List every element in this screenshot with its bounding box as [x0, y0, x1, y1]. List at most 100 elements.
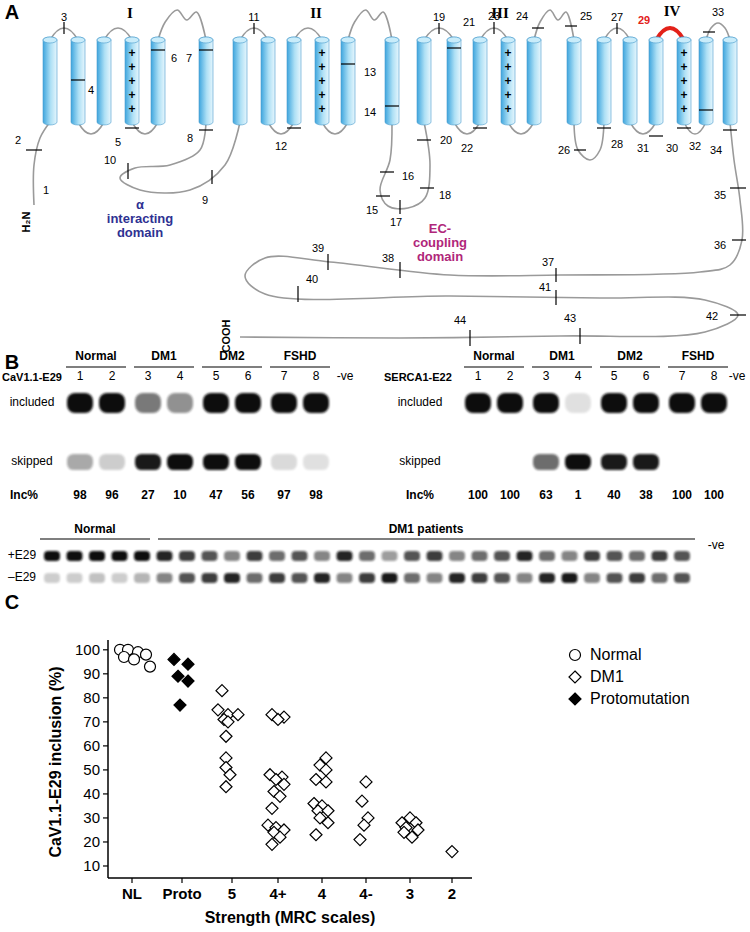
gel-band [337, 551, 353, 561]
segment-cap [723, 37, 737, 43]
lane-number: 1 [77, 370, 84, 384]
group-header: DM2 [219, 350, 244, 364]
protomutation-point [182, 658, 194, 670]
dm1-point [266, 802, 278, 814]
axis-tick-label: 2 [448, 885, 456, 902]
transmembrane-segment [597, 37, 611, 125]
exon-number: 10 [104, 154, 116, 167]
y-tick [103, 721, 108, 722]
transmembrane-segment [677, 37, 691, 125]
exon-number: 43 [564, 312, 576, 325]
dm1-point [266, 838, 278, 850]
group-underline [202, 366, 262, 367]
gel-band [701, 393, 727, 413]
charge-symbol: + + + + + [504, 46, 513, 116]
lane-number: 2 [507, 370, 514, 384]
gel-band [157, 573, 173, 583]
axis-tick-label: 3 [406, 885, 414, 902]
axis-tick-label: 4 [318, 885, 326, 902]
exon-number: 40 [306, 273, 318, 286]
gel-band [404, 551, 420, 561]
lane-number: 8 [313, 370, 320, 384]
transmembrane-segment [43, 37, 57, 125]
exon-boundary-tick [677, 127, 691, 128]
axis-title: Strength (MRC scales) [205, 909, 376, 927]
gel-band [271, 454, 297, 470]
exon-number: 23 [488, 10, 500, 23]
axis-tick-label: 80 [83, 689, 100, 706]
pore-loop [534, 10, 574, 40]
axis-tick-label: 10 [83, 857, 100, 874]
y-tick [103, 817, 108, 818]
dm1-point [220, 730, 232, 742]
inclusion-value: 63 [539, 489, 552, 503]
axis-tick-label: 40 [83, 785, 100, 802]
gel-band [202, 573, 218, 583]
gel-band [427, 551, 443, 561]
gel-band [179, 551, 195, 561]
gel-band [584, 551, 600, 561]
exon-number: 26 [558, 144, 570, 157]
lane-number: 6 [245, 370, 252, 384]
lane-number: 5 [213, 370, 220, 384]
gel-band [134, 551, 150, 561]
exon-boundary-tick [199, 129, 213, 130]
lane-number: 7 [679, 370, 686, 384]
y-tick [103, 865, 108, 866]
group-header: Normal [473, 350, 514, 364]
exon-number: 32 [689, 140, 701, 153]
gel-band [303, 454, 329, 470]
y-tick [103, 745, 108, 746]
transmembrane-segment [233, 37, 247, 125]
exon-number: 29 [638, 14, 650, 27]
exon-number: 42 [706, 310, 718, 323]
exon-number: 2 [15, 134, 21, 147]
normal-point [129, 654, 140, 665]
exon-boundary-tick [71, 79, 85, 80]
dm1-point [274, 790, 286, 802]
inclusion-value: 47 [209, 489, 222, 503]
band-label: skipped [11, 455, 52, 469]
group-underline [40, 538, 150, 539]
dm1-point [216, 685, 228, 697]
band-label: included [10, 396, 55, 410]
segment-cap [527, 37, 541, 43]
gel-band [44, 573, 60, 583]
protomutation-point [182, 675, 194, 687]
inclusion-value: 100 [500, 489, 520, 503]
legend-text: Normal [590, 646, 642, 664]
gel-band [382, 551, 398, 561]
gel-band [533, 454, 559, 470]
inclusion-value: 10 [173, 489, 186, 503]
exon-boundary-tick [297, 286, 298, 302]
transmembrane-segment [723, 37, 737, 125]
band-label: included [398, 396, 443, 410]
gel-band [112, 551, 128, 561]
legend-marker [569, 671, 581, 683]
gel-band [669, 393, 695, 413]
exon-number: 19 [433, 11, 445, 24]
gel-band [674, 551, 690, 561]
gel-band [562, 551, 578, 561]
exon-number: 36 [714, 239, 726, 252]
exon-number: 44 [454, 314, 466, 327]
dm1-point [358, 819, 370, 831]
exon-number: 13 [364, 66, 376, 79]
group-underline [600, 366, 660, 367]
segment-cap [199, 37, 213, 43]
gel-band [203, 454, 229, 470]
axis-tick-label: 5 [228, 885, 236, 902]
transmembrane-segment [447, 37, 461, 125]
gene-label: SERCA1-E22 [384, 371, 452, 384]
gel-band [629, 573, 645, 583]
gel-band [67, 393, 93, 413]
exon-boundary-tick [211, 170, 212, 184]
lane-number: 3 [543, 370, 550, 384]
x-axis [108, 877, 472, 879]
exon-number: 22 [461, 142, 473, 155]
exon-boundary-tick [26, 149, 42, 150]
segment-cap [473, 37, 487, 43]
transmembrane-segment [151, 37, 165, 125]
normal-point [119, 652, 130, 663]
